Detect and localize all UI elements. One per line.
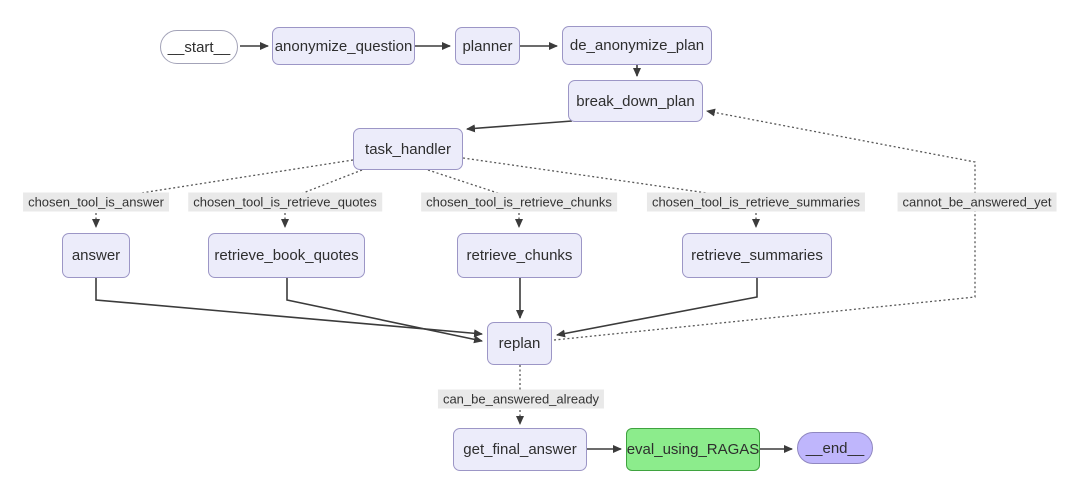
node-retrieve-book-quotes: retrieve_book_quotes (208, 233, 365, 278)
node-answer: answer (62, 233, 130, 278)
node-anonymize-question: anonymize_question (272, 27, 415, 65)
node-task-handler: task_handler (353, 128, 463, 170)
node-planner: planner (455, 27, 520, 65)
edge-label-chosen-tool-is-retrieve-quotes: chosen_tool_is_retrieve_quotes (188, 192, 382, 212)
edge-label-chosen-tool-is-retrieve-chunks: chosen_tool_is_retrieve_chunks (421, 192, 617, 212)
node-eval-using-ragas: eval_using_RAGAS (626, 428, 760, 471)
node-retrieve-chunks: retrieve_chunks (457, 233, 582, 278)
node-de-anonymize-plan: de_anonymize_plan (562, 26, 712, 65)
edge-break_down_plan-task_handler (466, 120, 573, 133)
node-get-final-answer: get_final_answer (453, 428, 587, 471)
edge-label-chosen-tool-is-answer: chosen_tool_is_answer (23, 192, 169, 212)
node-break-down-plan: break_down_plan (568, 80, 703, 122)
edge-label-chosen-tool-is-retrieve-summaries: chosen_tool_is_retrieve_summaries (646, 192, 866, 212)
edge-replan-break_down_plan (553, 108, 976, 341)
edge-answer-replan (95, 278, 483, 338)
node-start: __start__ (160, 30, 238, 64)
edge-retrieve_book_quotes-replan (286, 278, 483, 344)
edge-retrieve_summaries-replan (556, 278, 758, 338)
node-end: __end__ (797, 432, 873, 464)
edge-label-cannot-be-answered-yet: cannot_be_answered_yet (897, 192, 1057, 212)
edge-label-can-be-answered-already: can_be_answered_already (437, 389, 605, 409)
node-retrieve-summaries: retrieve_summaries (682, 233, 832, 278)
node-replan: replan (487, 322, 552, 365)
